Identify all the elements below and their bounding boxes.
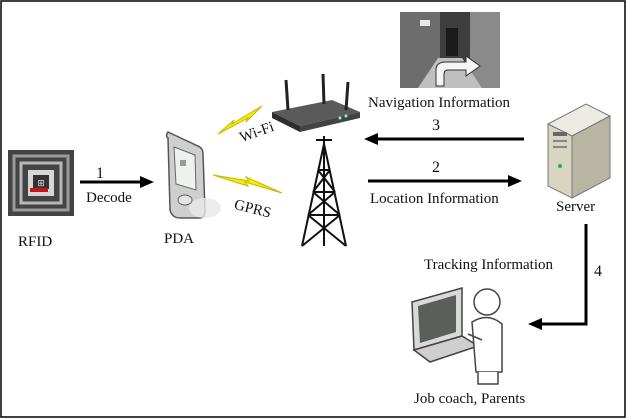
wifi-bolt-icon <box>217 105 263 135</box>
pda-label: PDA <box>164 231 195 247</box>
cell-tower-icon <box>301 136 347 247</box>
arrow-decode-head <box>140 176 154 188</box>
navigation-info-label: Navigation Information <box>368 95 511 111</box>
arrow-location-head <box>508 175 522 187</box>
svg-text:⊞: ⊞ <box>37 179 45 189</box>
gprs-bolt-icon <box>212 174 283 194</box>
flow-number-1: 1 <box>96 165 104 182</box>
wifi-router-icon <box>272 73 360 132</box>
flow-number-4: 4 <box>594 263 602 280</box>
flow-arrows <box>80 133 588 330</box>
rfid-label: RFID <box>18 234 53 250</box>
pda-icon <box>165 131 221 219</box>
arrow-navigation-head <box>364 133 378 145</box>
rfid-tag-icon: ⊞ <box>8 150 74 216</box>
job-coach-label: Job coach, Parents <box>414 391 526 407</box>
navigation-photo-icon <box>400 12 500 88</box>
arrow-tracking-head <box>528 318 542 330</box>
arrow-tracking <box>542 224 588 326</box>
location-info-label: Location Information <box>370 191 499 207</box>
tracking-info-label: Tracking Information <box>424 257 554 273</box>
server-label: Server <box>556 199 596 215</box>
laptop-user-icon <box>411 287 503 385</box>
flow-number-3: 3 <box>432 117 440 134</box>
decode-label: Decode <box>86 190 132 206</box>
flow-number-2: 2 <box>432 159 440 176</box>
server-icon <box>546 103 612 199</box>
